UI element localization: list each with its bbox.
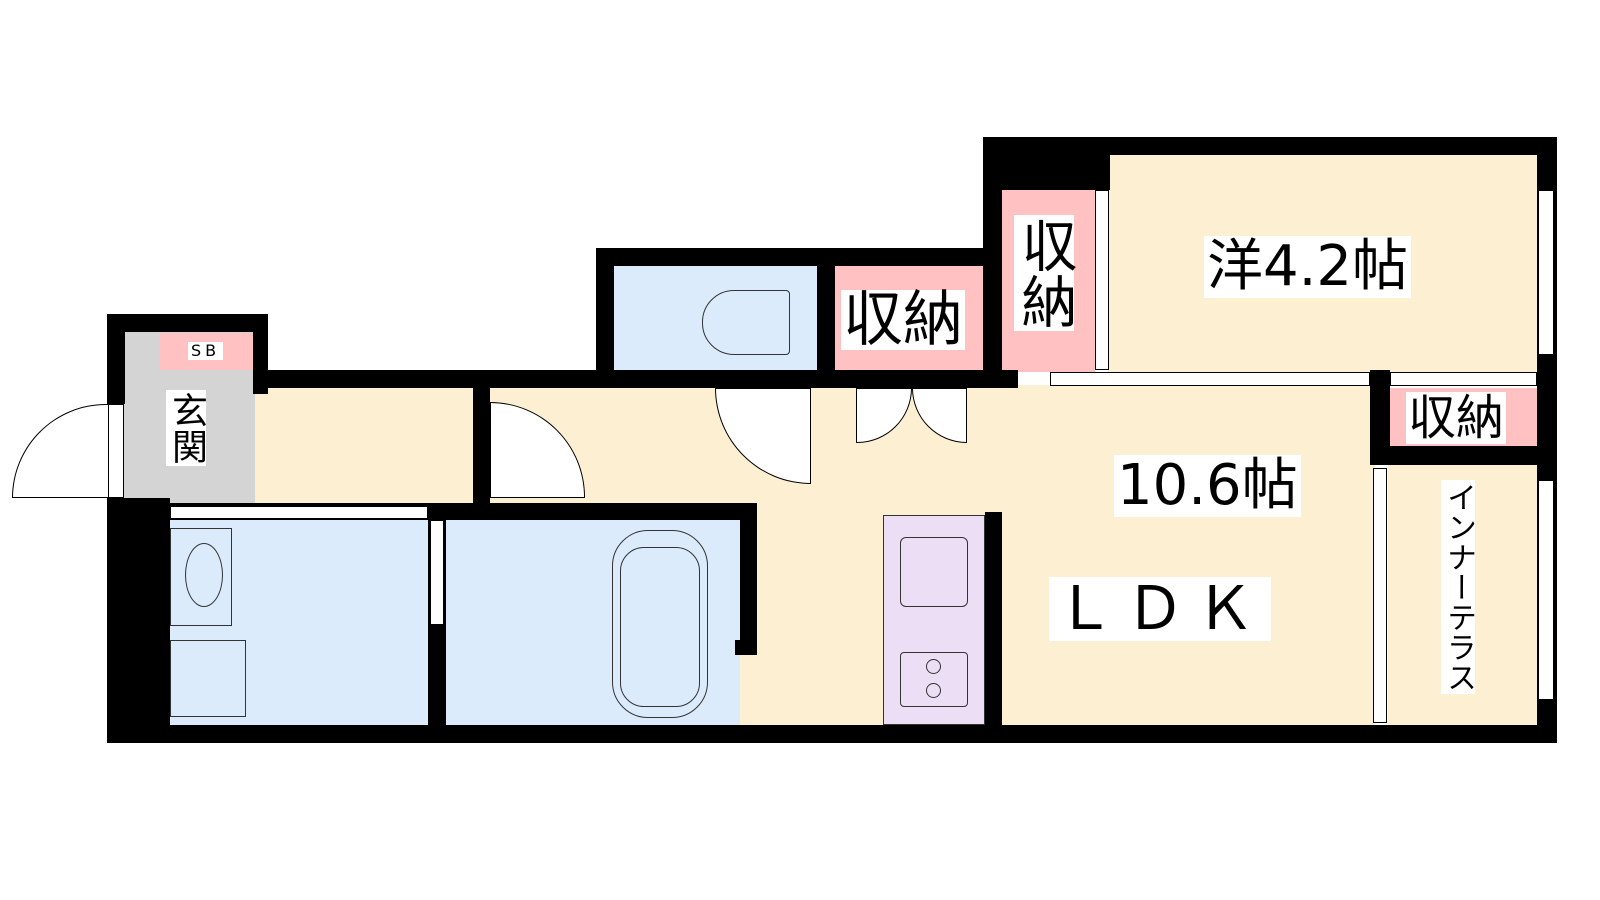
inner-terrace-label: インナーテラス xyxy=(1441,480,1476,694)
ldk-size-label: 10.6帖 xyxy=(1114,455,1301,517)
wall xyxy=(1370,370,1390,465)
bathtub xyxy=(612,530,708,718)
ldk-floor xyxy=(735,385,1375,730)
sink-bowl xyxy=(185,543,223,607)
window xyxy=(1538,190,1554,355)
wall xyxy=(735,640,757,655)
wall xyxy=(107,725,1557,743)
wall xyxy=(107,498,170,743)
front-door[interactable] xyxy=(12,404,108,498)
wall xyxy=(817,248,835,388)
wall xyxy=(473,388,490,503)
shoe-box-label: SB xyxy=(188,342,224,360)
sliding-door[interactable] xyxy=(1373,468,1387,723)
bath-door[interactable] xyxy=(430,520,444,625)
wall xyxy=(596,248,986,266)
storage-terrace-label: 収納 xyxy=(1406,390,1507,446)
entrance-label: 玄関 xyxy=(166,390,207,466)
wall xyxy=(983,137,1110,190)
window xyxy=(108,404,124,498)
stove xyxy=(900,652,968,707)
window xyxy=(1390,372,1537,386)
wall xyxy=(596,248,614,388)
storage-toilet-side-label: 収納 xyxy=(841,285,965,355)
bathtub-inner xyxy=(620,547,700,707)
wall xyxy=(983,137,1557,155)
closet-door[interactable] xyxy=(1095,190,1109,370)
wall xyxy=(107,314,125,404)
storage-western-label: 収納 xyxy=(1012,215,1077,331)
washbasin xyxy=(170,528,232,626)
wall xyxy=(985,512,1002,743)
wall xyxy=(740,503,757,655)
burner xyxy=(926,683,941,698)
sliding-door[interactable] xyxy=(170,506,428,519)
western-room-label: 洋4.2帖 xyxy=(1204,236,1412,298)
sink xyxy=(900,537,968,607)
wall xyxy=(253,370,1018,388)
window xyxy=(1538,480,1554,700)
burner xyxy=(926,659,941,674)
wall xyxy=(1370,446,1557,465)
washing-machine xyxy=(170,640,246,717)
ldk-label: ＬＤＫ xyxy=(1049,577,1271,641)
toilet-fixture xyxy=(702,290,790,355)
wall xyxy=(983,137,1002,388)
wall xyxy=(107,314,267,332)
window xyxy=(1050,372,1370,386)
